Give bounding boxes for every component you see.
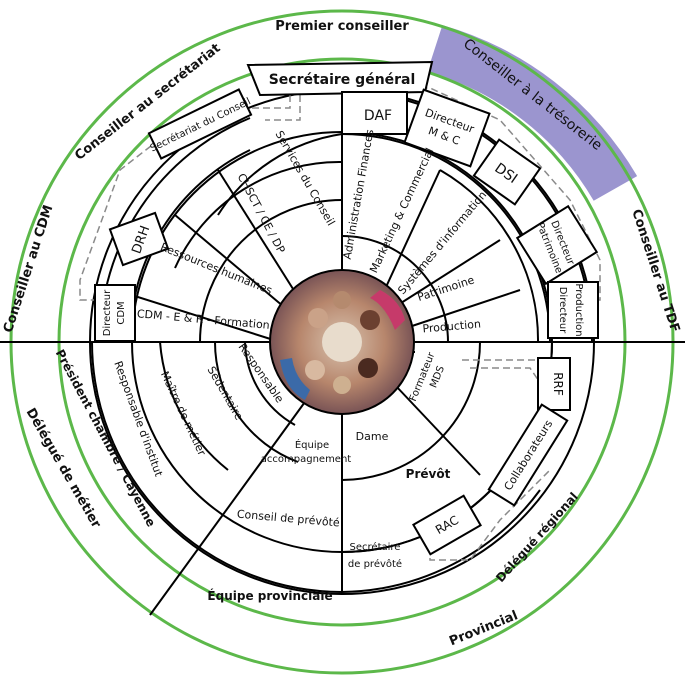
- rrf-box[interactable]: RRF: [537, 357, 571, 411]
- arc-ul-3: [199, 199, 343, 343]
- secretaire-prevote-label-2: de prévôté: [348, 558, 402, 570]
- radial-7: [399, 289, 521, 331]
- prevot-label: Prévôt: [406, 467, 451, 481]
- conseil-prevote-label: Conseil de prévôté: [236, 508, 340, 530]
- equipe-accompagnement-label-2: accompagnement: [261, 454, 352, 465]
- equipe-accompagnement-label-1: Équipe: [295, 438, 329, 451]
- radial-2: [217, 169, 301, 301]
- arc-ll-2: [159, 341, 229, 471]
- tresorerie-highlight: [427, 25, 638, 201]
- patrimoine-label: Patrimoine: [416, 273, 476, 304]
- production-label: Production: [422, 317, 481, 335]
- dsi-box[interactable]: DSI: [472, 138, 542, 206]
- radial-9: [149, 394, 311, 616]
- rac-box[interactable]: RAC: [412, 494, 482, 556]
- arc-ul-5: [217, 133, 343, 216]
- arc-lr-2: [341, 341, 481, 481]
- directeur-cdm-label-2: CDM: [116, 301, 127, 324]
- arc-lr-3: [341, 489, 541, 593]
- arc-ll-3: [213, 341, 299, 463]
- premier-conseiller-label: Premier conseiller: [275, 19, 409, 34]
- arc-ur-3: [439, 169, 540, 343]
- secretaire-general-box[interactable]: Secrétaire général: [246, 60, 434, 97]
- directeur-production-box[interactable]: Directeur Production: [547, 281, 599, 339]
- directeur-cdm-box[interactable]: Directeur CDM: [94, 284, 136, 342]
- directeur-patrimoine-box[interactable]: Directeur Patrimoine: [515, 204, 599, 286]
- dashed-connector-upper-left: [79, 95, 291, 301]
- daf-label: DAF: [364, 108, 392, 124]
- sedentaire-label: Sédentaire: [204, 364, 245, 422]
- directeur-mc-box[interactable]: Directeur M & C: [403, 88, 491, 168]
- maitre-metier-label: Maître de métier: [158, 369, 209, 458]
- secretaire-general-label: Secrétaire général: [269, 72, 416, 88]
- radial-3: [174, 214, 291, 313]
- drh-box[interactable]: DRH: [108, 211, 170, 267]
- radial-10: [394, 384, 481, 476]
- dashed-connector-upper-left-2: [265, 95, 301, 121]
- collaborateurs-box[interactable]: Collaborateurs: [487, 403, 569, 507]
- arc-ll-4: [244, 341, 296, 426]
- directeur-cdm-label-1: Directeur: [102, 289, 113, 336]
- secretaire-prevote-label-1: Secrétaire: [350, 541, 401, 553]
- directeur-production-label-1: Directeur: [557, 287, 568, 334]
- arc-ll-1: [91, 341, 343, 593]
- delegue-regional-label: Délégué régional: [493, 490, 581, 585]
- arc-ur-4: [341, 235, 449, 343]
- radial-6: [389, 239, 501, 311]
- rrf-label: RRF: [551, 372, 565, 396]
- central-photo: [269, 269, 415, 415]
- conseiller-tdf-label: Conseiller au TDF: [628, 207, 682, 334]
- conseiller-cdm-label: Conseiller au CDM: [1, 203, 56, 334]
- daf-box[interactable]: DAF: [341, 91, 408, 135]
- arc-ur-2: [341, 133, 551, 343]
- radial-5: [379, 169, 441, 301]
- equipe-provinciale-label: Équipe provinciale: [207, 588, 332, 603]
- directeur-production-label-2: Production: [573, 283, 584, 336]
- arc-ul-4: [174, 160, 343, 269]
- dame-label: Dame: [356, 430, 389, 443]
